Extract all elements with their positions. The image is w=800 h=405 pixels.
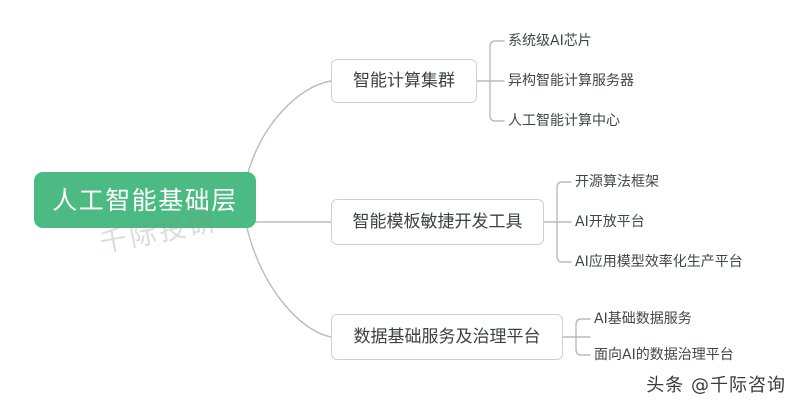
branch-node-0[interactable]: 智能计算集群 [331, 59, 477, 103]
branch-node-1[interactable]: 智能模板敏捷开发工具 [331, 199, 544, 245]
leaf-label-1-0[interactable]: 开源算法框架 [575, 174, 659, 190]
branch-node-2[interactable]: 数据基础服务及治理平台 [331, 314, 563, 360]
branch-node-label: 智能计算集群 [353, 70, 455, 91]
branch-node-label: 智能模板敏捷开发工具 [352, 211, 523, 232]
leaf-label-1-2[interactable]: AI应用模型效率化生产平台 [575, 254, 743, 270]
connector-root-to-branch-0 [246, 80, 332, 177]
bracket-branch-2 [575, 318, 591, 356]
leaf-label-2-0[interactable]: AI基础数据服务 [594, 311, 692, 327]
bracket-branch-1 [556, 181, 572, 263]
footer-watermark: 头条 @千际咨询 [646, 375, 786, 396]
connector-root-to-branch-2 [246, 227, 332, 338]
leaf-label-0-1[interactable]: 异构智能计算服务器 [508, 73, 634, 89]
leaf-label-0-2[interactable]: 人工智能计算中心 [508, 113, 620, 129]
leaf-label-1-1[interactable]: AI开放平台 [575, 214, 645, 230]
leaf-label-2-1[interactable]: 面向AI的数据治理平台 [594, 347, 734, 363]
bracket-branch-0 [489, 40, 505, 122]
root-node-label: 人工智能基础层 [52, 185, 238, 215]
root-node[interactable]: 人工智能基础层 [34, 172, 256, 228]
branch-node-label: 数据基础服务及治理平台 [353, 326, 541, 347]
leaf-label-0-0[interactable]: 系统级AI芯片 [508, 33, 592, 49]
